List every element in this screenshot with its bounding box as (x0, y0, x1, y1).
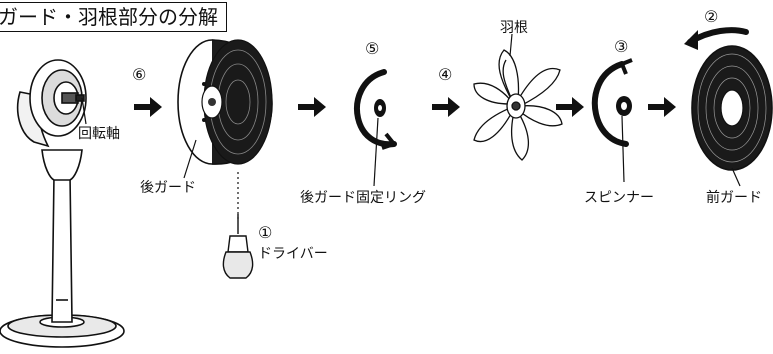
arrow-step6 (134, 97, 162, 117)
arrow-step2-to-front (648, 97, 676, 117)
rear-guard-label: 後ガード (140, 180, 196, 196)
front-guard-leader (731, 167, 741, 187)
spinner (591, 58, 633, 147)
screwdriver-icon (222, 214, 254, 279)
rear-guard-ring (354, 69, 397, 150)
fan-stand (0, 59, 125, 348)
rotation-shaft-label: 回転軸 (78, 126, 120, 142)
spinner-leader (621, 115, 625, 183)
spinner-label: スピンナー (584, 190, 654, 206)
front-guard (691, 45, 773, 171)
screwdriver-label: ドライバー (258, 246, 328, 262)
arrow-step3 (556, 97, 584, 117)
step-3-number: ③ (614, 37, 629, 56)
front-guard-label: 前ガード (706, 190, 762, 206)
arrow-step4 (432, 97, 460, 117)
step-4-number: ④ (438, 65, 453, 84)
rear-guard (177, 39, 273, 165)
blade (473, 49, 563, 161)
step-5-number: ⑤ (365, 39, 380, 58)
step-2-number: ② (704, 7, 719, 26)
rear-guard-ring-label: 後ガード固定リング (300, 190, 426, 206)
diagram-title: ガード・羽根部分の分解 (0, 2, 227, 32)
step-1-number: ① (258, 223, 273, 242)
blade-label: 羽根 (500, 20, 528, 36)
flow-arrows (134, 97, 676, 117)
blade-leader (509, 33, 513, 57)
rear-guard-leader (183, 139, 197, 179)
rotate-arrow-icon (684, 27, 749, 50)
rotation-shaft-leader (81, 97, 87, 125)
ring-leader (373, 117, 379, 187)
arrow-step5 (298, 97, 326, 117)
step-6-number: ⑥ (132, 65, 147, 84)
